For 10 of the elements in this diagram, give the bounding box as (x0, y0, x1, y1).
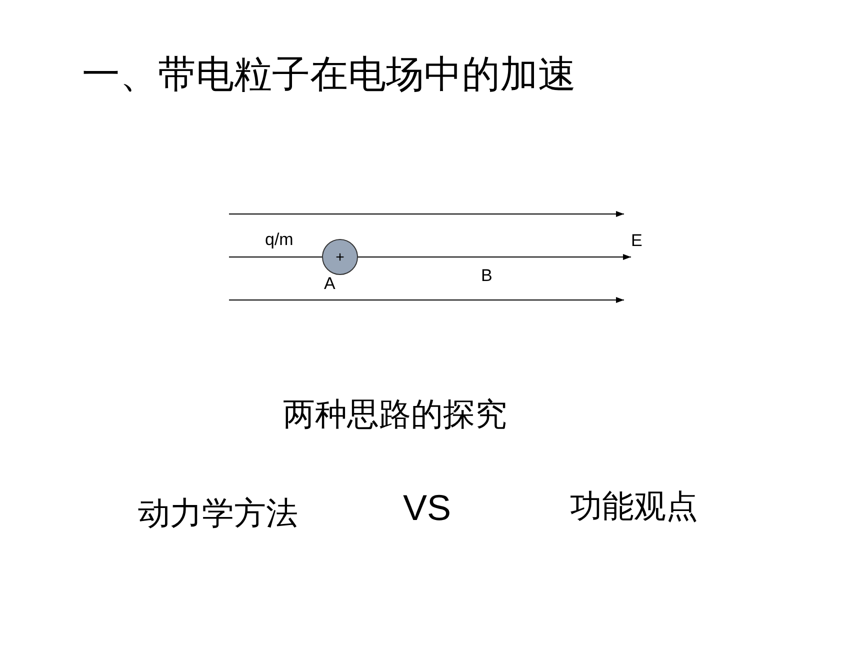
point-label: A (324, 275, 336, 292)
point-label: B (481, 267, 492, 284)
field-label: E (631, 232, 642, 249)
particle-label: q/m (265, 231, 294, 248)
versus-text: VS (403, 490, 452, 526)
method-text: 功能观点 (570, 490, 698, 522)
charged-particle: + (322, 239, 358, 275)
method-text: 动力学方法 (138, 497, 298, 529)
title: 一、带电粒子在电场中的加速 (82, 55, 576, 93)
subtitle: 两种思路的探究 (283, 398, 507, 430)
